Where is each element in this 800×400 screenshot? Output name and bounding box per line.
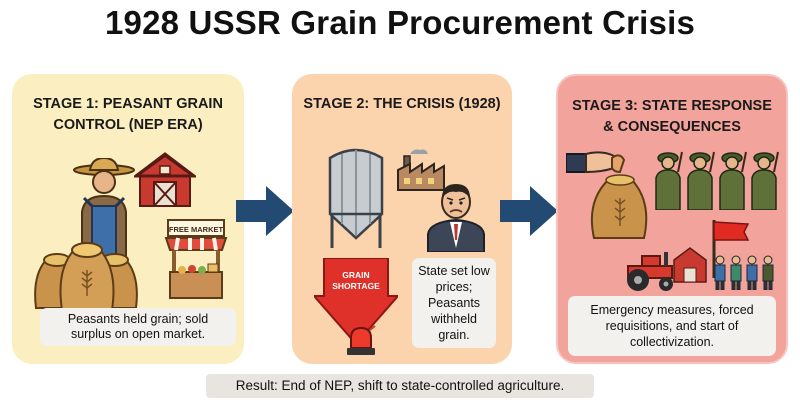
page-title: 1928 USSR Grain Procurement Crisis [104,4,696,41]
hand-with-sack-icon [566,151,648,239]
stage-3-caption: Emergency measures, forced requisitions,… [568,296,776,356]
collective-farm-icon [673,247,774,290]
svg-text:SHORTAGE: SHORTAGE [332,281,380,291]
grain-shortage-label: GRAIN [342,270,369,280]
result-banner: Result: End of NEP, shift to state-contr… [206,374,594,398]
factory-icon [397,149,445,191]
red-flag-icon [712,220,750,278]
tractor-icon [627,252,673,291]
stage-2-heading: STAGE 2: THE CRISIS (1928) [303,96,501,112]
flow-arrow-icon [500,186,558,236]
silo-icon [328,148,384,248]
farmer-icon [73,158,135,258]
flow-arrow-icon [236,186,294,236]
stage-1-caption: Peasants held grain; sold surplus on ope… [40,308,236,346]
soldiers-icon [655,151,779,210]
market-stall-icon: FREE MARKET [164,219,228,299]
shortage-arrow-icon: GRAIN SHORTAGE [314,258,398,346]
stage-2-panel: STAGE 2: THE CRISIS (1928) GRAIN SHORTAG… [292,74,512,364]
stage-2-caption: State set low prices; Peasants withheld … [412,258,496,348]
stage-1-heading: STAGE 1: PEASANT GRAIN CONTROL (NEP ERA) [33,96,223,133]
stage-1-panel: STAGE 1: PEASANT GRAIN CONTROL (NEP ERA) [12,74,244,364]
barn-icon [134,152,196,207]
stage-3-heading: STAGE 3: STATE RESPONSE & CONSEQUENCES [572,98,772,135]
siren-icon [346,318,376,355]
free-market-sign: FREE MARKET [169,225,224,234]
worried-official-icon [427,184,485,252]
grain-sacks-icon [34,242,138,310]
stage-3-panel: STAGE 3: STATE RESPONSE & CONSEQUENCES [556,74,788,364]
